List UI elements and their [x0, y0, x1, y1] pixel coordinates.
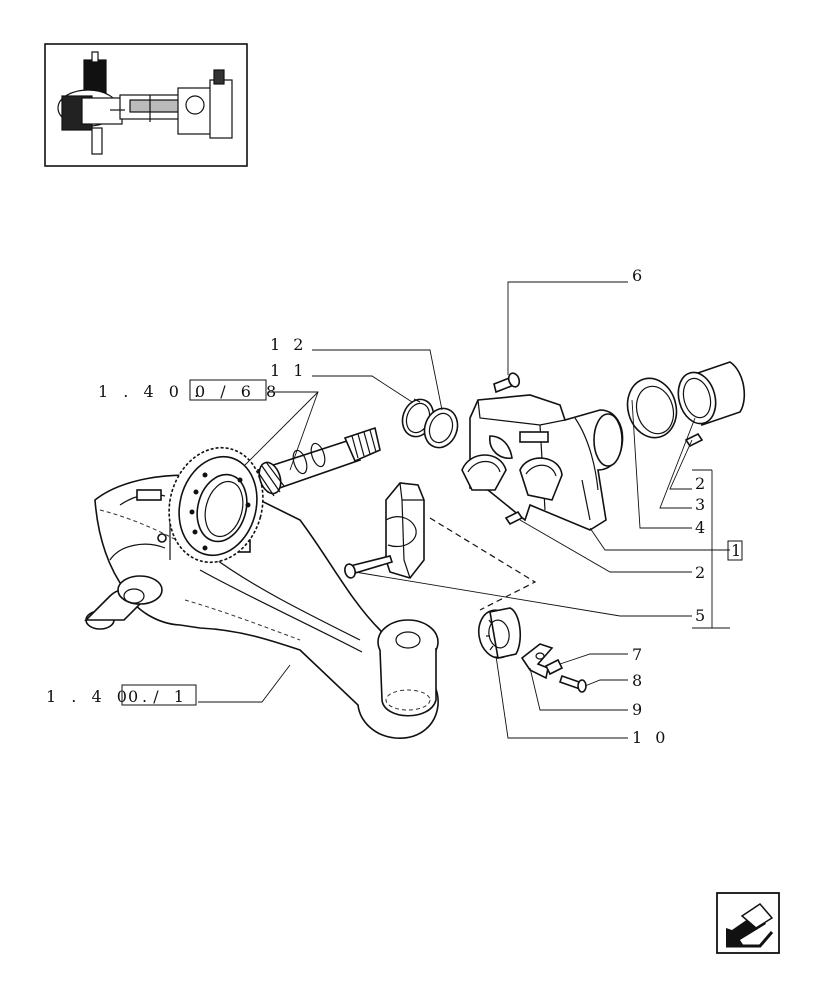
callout-5: 5 [695, 606, 709, 625]
bearing-cup-part-3 [677, 361, 746, 427]
pinion-shaft [256, 426, 381, 497]
callout-1: 1 [731, 541, 745, 560]
callout-7: 7 [632, 645, 646, 664]
reference-lower-link[interactable]: 0 / 1 [128, 687, 189, 706]
reference-upper-link[interactable]: 0 / 6 8 [195, 382, 281, 401]
leader-lines [198, 281, 730, 739]
reference-lower-box-frame[interactable] [121, 684, 197, 706]
dowel-pin-part-2-upper [684, 432, 704, 448]
callout-2-upper: 2 [695, 474, 709, 493]
bolt-part-8 [558, 674, 587, 693]
lock-plate-part-9 [520, 643, 554, 680]
callout-12: 1 2 [270, 335, 307, 354]
callout-6: 6 [632, 266, 646, 285]
assembly-guide-line [429, 517, 537, 611]
callout-9: 9 [632, 700, 646, 719]
spacer-ring-part-12 [423, 407, 459, 449]
callout-4: 4 [695, 518, 709, 537]
callout-1-box [727, 540, 743, 561]
cap-bolt-part-5 [344, 555, 394, 579]
lock-washer-part-7 [544, 658, 564, 676]
callout-10: 1 0 [632, 728, 669, 747]
bearing-cap [385, 482, 425, 579]
callout-2-lower: 2 [695, 563, 709, 582]
axle-thumbnail-icon[interactable] [44, 43, 248, 167]
differential-carrier-housing [461, 394, 624, 531]
previous-page-arrow-icon[interactable] [716, 892, 780, 954]
dowel-pin-part-2-lower [504, 510, 524, 526]
reference-upper-prefix: 1 . 4 0 . [98, 382, 204, 401]
crown-wheel [168, 446, 264, 564]
bearing-race-part-4 [626, 377, 678, 439]
callout-3: 3 [695, 495, 709, 514]
reference-upper-box-frame[interactable] [189, 379, 267, 401]
callout-8: 8 [632, 671, 646, 690]
callout-11: 1 1 [270, 361, 307, 380]
adjusting-ring-part-10 [477, 607, 522, 659]
bolt-part-6 [493, 372, 521, 394]
